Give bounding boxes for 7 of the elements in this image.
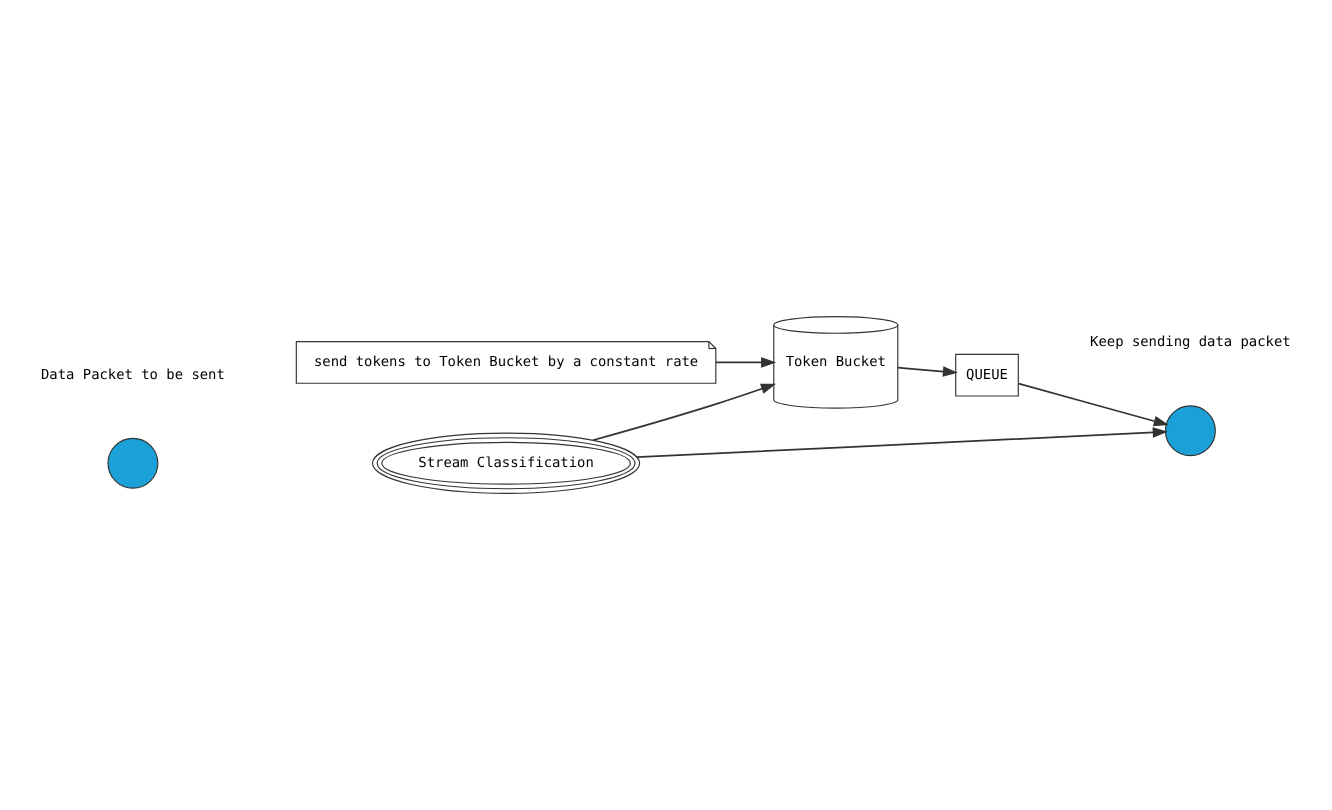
arrow — [591, 383, 776, 442]
arrow — [897, 366, 958, 377]
arrow — [635, 427, 1168, 458]
arrow — [1017, 382, 1169, 427]
arrow — [715, 357, 777, 368]
node-circle — [107, 437, 159, 489]
node-circle — [1164, 405, 1216, 457]
